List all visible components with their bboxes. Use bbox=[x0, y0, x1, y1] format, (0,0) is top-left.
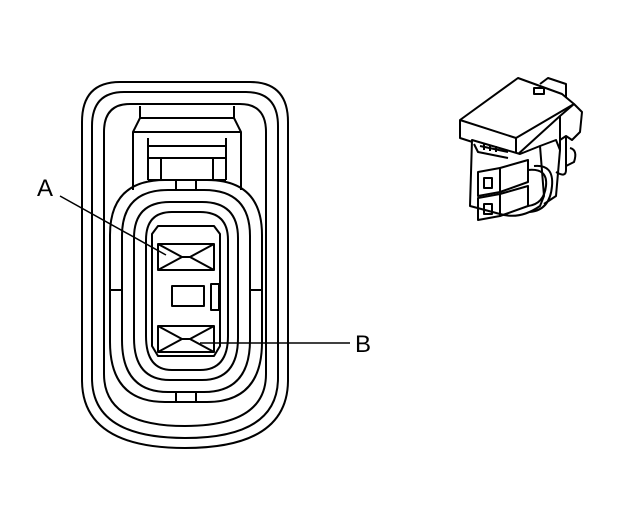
housing-outer-ring bbox=[81, 81, 289, 449]
cavity-floor bbox=[151, 225, 221, 357]
polarization-rib bbox=[210, 283, 220, 311]
callout-label-b: B bbox=[355, 331, 371, 358]
seal-outer-ring bbox=[109, 179, 263, 403]
terminal-cavity-a bbox=[157, 243, 215, 271]
iso-terminal-lower bbox=[477, 185, 529, 221]
iso-housing-top bbox=[459, 77, 575, 157]
connector-face-view bbox=[81, 81, 289, 449]
terminal-cavity-b bbox=[157, 325, 215, 353]
leader-line-a bbox=[59, 195, 167, 256]
seal-inner-ring bbox=[133, 201, 239, 381]
housing-third-ring bbox=[103, 103, 267, 427]
callout-a: A bbox=[37, 175, 167, 256]
locking-latch bbox=[132, 106, 242, 190]
key-slot bbox=[171, 285, 205, 307]
connector-isometric-view bbox=[459, 77, 583, 221]
iso-terminal-upper bbox=[477, 159, 529, 197]
seal-tabs bbox=[110, 180, 262, 402]
cavity-wall bbox=[145, 211, 229, 371]
callout-b: B bbox=[200, 331, 371, 358]
iso-wire-leads bbox=[527, 164, 554, 213]
housing-second-ring bbox=[91, 91, 279, 439]
callout-label-a: A bbox=[37, 175, 53, 202]
seal-middle-ring bbox=[121, 189, 251, 393]
